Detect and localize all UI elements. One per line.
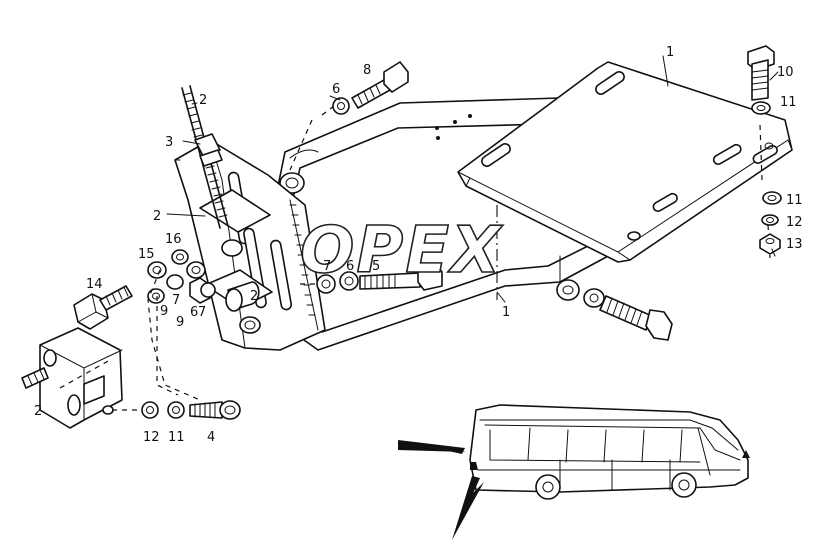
callout-bracket-upper: 2 [153,209,161,224]
callout-washer-11b: 11 [780,95,797,110]
watermark-logo: OPEX [300,214,503,288]
callout-washer-7c: 7 [323,259,331,274]
callout-bolt-side: 5 [372,259,380,274]
callout-washer-12a: 12 [143,430,160,445]
callout-bolt-top: 8 [363,63,371,78]
bolt-right [556,279,673,341]
callout-labels: 2 3 2 16 15 7 9 9 6 7 2 14 2 12 11 4 6 8… [34,45,803,445]
callout-nut-9b: 9 [176,315,184,330]
mounting-plate [457,61,793,263]
callout-washer-12b: 12 [786,215,803,230]
bolt-14 [73,285,133,330]
callout-washer-11a: 11 [168,430,185,445]
callout-bolt-10: 10 [777,65,794,80]
callout-nut-9a: 9 [160,304,168,319]
callout-washer-6a: 6 [190,305,198,320]
callout-block: 2 [34,404,42,419]
callout-washer-15: 15 [138,247,155,262]
adjuster-block [21,327,123,429]
assembly-lines [59,105,771,401]
callout-bracket-mid: 2 [250,289,258,304]
callout-washer-6b: 6 [332,82,340,97]
callout-washer-11c: 11 [786,193,803,208]
small-fasteners [147,249,216,304]
callout-bolt-14: 14 [86,277,103,292]
callout-washer-7a: 7 [172,293,180,308]
threaded-rod [181,85,229,229]
lower-fasteners [112,400,241,420]
slotted-bracket [174,139,326,351]
bolt-5 [316,263,443,294]
callout-screw-block: 4 [207,430,215,445]
callout-nut-top: 3 [165,135,173,150]
bolt-10-stack [747,45,782,255]
callout-plate: 1 [666,45,674,60]
callout-nut-13: 13 [786,237,803,252]
callout-washer-7b: 7 [198,305,206,320]
callout-washer-6c: 6 [346,259,354,274]
bus-location-inset [398,404,750,540]
callout-washer-16: 16 [165,232,182,247]
callout-frame-main: 1 [502,305,510,320]
callout-threaded-rod: 2 [199,93,207,108]
bolt-8 [332,61,409,115]
leader-lines [166,55,779,303]
